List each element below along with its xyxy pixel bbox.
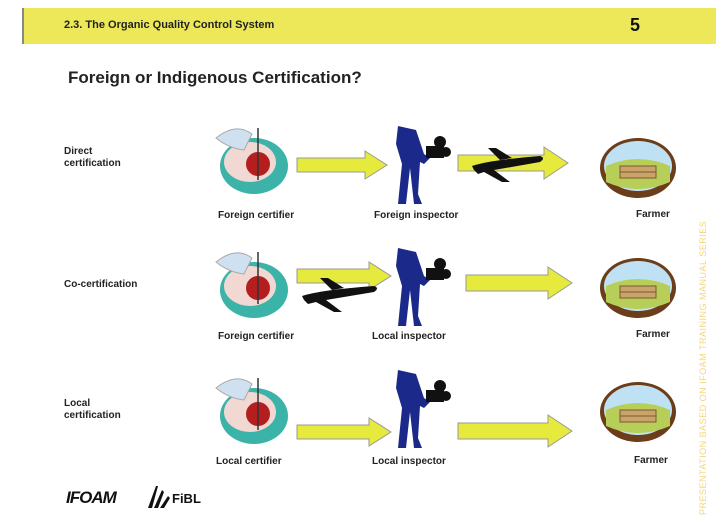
caption-farmer: Farmer	[634, 455, 668, 466]
arrow-icon	[296, 261, 392, 291]
caption-farmer: Farmer	[636, 329, 670, 340]
fibl-logo: FiBL	[172, 491, 201, 506]
certifier-globe-icon	[215, 128, 288, 194]
certifier-globe-icon	[215, 378, 288, 444]
row-label-co: Co-certification	[64, 279, 138, 290]
caption-inspector: Foreign inspector	[374, 210, 459, 221]
certifier-globe-icon	[215, 252, 288, 318]
caption-certifier: Foreign certifier	[218, 210, 295, 221]
page-number: 5	[629, 15, 640, 35]
farm-icon	[600, 138, 676, 198]
section-title: 2.3. The Organic Quality Control System	[64, 19, 275, 31]
arrow-icon	[465, 266, 573, 300]
row-label-direct: Direct certification	[64, 146, 121, 169]
caption-inspector: Local inspector	[372, 331, 446, 342]
side-series-text: PRESENTATION BASED ON IFOAM TRAINING MAN…	[698, 220, 708, 515]
arrow-icon	[296, 150, 388, 180]
ifoam-logo: IFOAM	[66, 488, 117, 507]
caption-certifier: Local certifier	[216, 456, 282, 467]
caption-inspector: Local inspector	[372, 456, 446, 467]
caption-farmer: Farmer	[636, 209, 670, 220]
page-title: Foreign or Indigenous Certification?	[68, 68, 362, 87]
inspector-camera-icon	[396, 248, 451, 326]
fibl-leaf-icon	[148, 486, 170, 508]
arrow-icon	[296, 417, 392, 447]
airplane-icon	[302, 278, 377, 312]
farm-icon	[600, 258, 676, 318]
arrow-icon	[457, 414, 573, 448]
row-label-local: Local certification	[64, 398, 121, 421]
header-bar: 2.3. The Organic Quality Control System …	[22, 8, 716, 44]
inspector-camera-icon	[396, 370, 451, 448]
airplane-icon	[472, 148, 543, 182]
inspector-camera-icon	[396, 126, 451, 204]
farm-icon	[600, 382, 676, 442]
caption-certifier: Foreign certifier	[218, 331, 295, 342]
